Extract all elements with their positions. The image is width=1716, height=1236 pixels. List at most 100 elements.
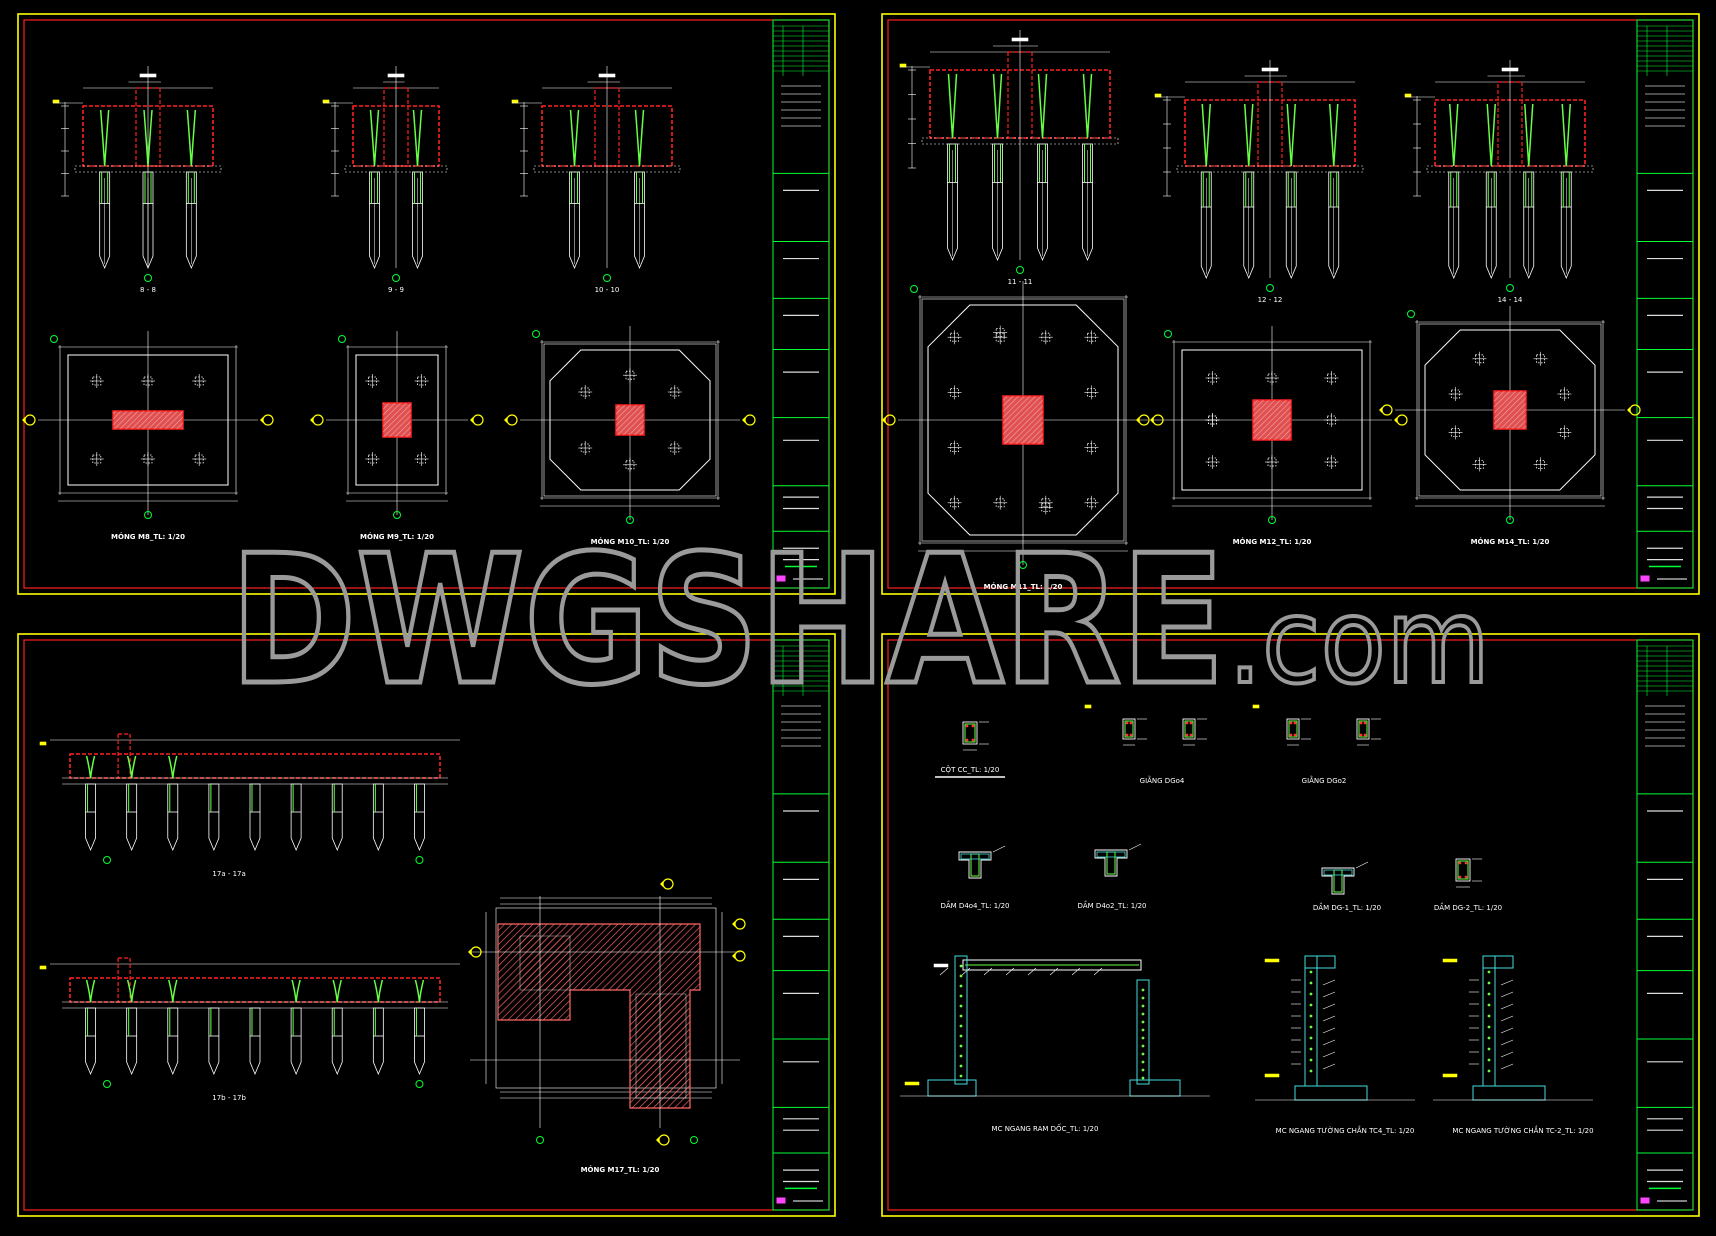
pile-symbol-icon [1533,457,1548,472]
pile-symbol-icon [1205,371,1220,385]
rebar-dot [1289,721,1293,725]
ramp-footing-left [927,1079,977,1097]
wall-stem [1304,955,1318,1087]
pile-shaft [208,812,220,852]
pile-top [331,1007,343,1037]
pile-top [414,1007,425,1037]
beam-stirrup [1184,720,1194,738]
pile-shaft [369,203,380,270]
grid-bubble-arrow [470,417,473,423]
pile-top [372,783,384,813]
wall-rebar-dot [1309,992,1313,996]
level-marker [1404,93,1412,98]
rebar-dot [1464,875,1468,879]
drawing-label: MÓNG M12_TL: 1/20 [1233,537,1312,546]
axis-marker-icon [690,1136,698,1144]
pile-symbol-icon [1205,413,1220,427]
axis-marker-icon [1019,561,1027,569]
pile-symbol-icon [1205,455,1220,469]
pile-symbol-icon [89,374,104,388]
pile-cap-section: 10 - 10 [511,66,681,294]
pile-symbol-icon [1038,330,1053,345]
axis-marker-icon [415,1080,424,1088]
wall-rebar-dot [1487,1069,1491,1073]
pile-top [249,783,261,813]
pile-symbol-icon [1557,425,1572,440]
pile-symbol-icon [1557,387,1572,401]
wall-rebar-dot [959,1044,963,1048]
wall-rebar-dot [959,1014,963,1018]
grid-bubble-arrow [732,921,735,927]
level-marker [322,99,330,104]
pile-rebar [1286,103,1296,167]
grid-bubble-arrow [882,417,885,423]
axis-marker-icon [415,856,424,864]
wall-rebar-dot [959,984,963,988]
wall-rebar-dot [1309,1058,1313,1062]
level-marker [904,1081,920,1086]
pile-shaft [249,1036,261,1076]
pile-cap-plan-l-shape: MÓNG M17_TL: 1/20 [468,878,746,1174]
beam-stirrup [1124,720,1134,738]
drawing-label: 17a - 17a [212,870,245,878]
wall-rebar-dot [1141,1044,1145,1048]
rebar-dot [1363,733,1367,737]
beam-stirrup [1106,851,1116,875]
wall-rebar-dot [1309,981,1313,985]
pile-rebar [168,755,178,779]
level-marker [1252,704,1260,709]
leader-line [1322,1027,1336,1034]
axis-marker-icon [603,274,611,282]
drawing-label: MC NGANG TƯỜNG CHẮN TC4_TL: 1/20 [1276,1125,1415,1135]
rebar-dot [1189,721,1193,725]
grid-bubble-arrow [1627,407,1630,413]
leader-line [1500,1063,1514,1070]
flange-rebar [960,853,990,860]
pile-cap-plan: MÓNG M14_TL: 1/20 [1379,306,1641,546]
column-section-hatch [1494,391,1526,429]
leader-line [1049,967,1059,976]
pile-symbol-icon [947,385,962,400]
rebar-dot [1189,733,1193,737]
rebar-dot [965,738,969,742]
grid-bubble-icon [732,950,746,962]
wall-rebar-dot [1309,1036,1313,1040]
axis-marker-icon [626,516,634,524]
grid-bubble-icon [22,414,36,426]
pile-symbol-icon [192,374,207,388]
rebar-dot [1125,721,1129,725]
rebar-dot [971,724,975,728]
pile-shaft [412,203,423,270]
pile-symbol-icon [1324,413,1339,427]
wall-rebar-dot [1309,1069,1313,1073]
grid-bubble-icon [470,414,484,426]
wall-rebar-dot [959,964,963,968]
title-block [772,639,830,1211]
pile-symbol-icon [89,452,104,466]
tie-beam-detail [1356,718,1381,746]
wall-rebar-dot [1487,992,1491,996]
pile-symbol-icon [667,385,682,399]
beam-stirrup [1333,869,1343,893]
level-marker [1264,958,1280,963]
pile-rebar [1486,103,1496,167]
wall-rebar-dot [1487,1047,1491,1051]
wall-rebar-dot [1309,1003,1313,1007]
grid-bubble-icon [882,414,896,426]
grid-bubble-circle [1381,404,1393,416]
pile-symbol-icon [141,374,155,388]
pile-shaft [1560,207,1572,280]
pile-top [290,783,302,813]
wall-rebar-dot [1487,1036,1491,1040]
drawing-label: 11 - 11 [1008,278,1033,286]
pile-shaft [208,1036,220,1076]
level-marker [1442,1073,1458,1078]
grid-bubble-arrow [260,417,263,423]
axis-marker-icon [103,1080,111,1088]
wall-rebar-dot [959,1074,963,1078]
pile-symbol-icon [414,452,429,466]
title-block [772,19,830,589]
